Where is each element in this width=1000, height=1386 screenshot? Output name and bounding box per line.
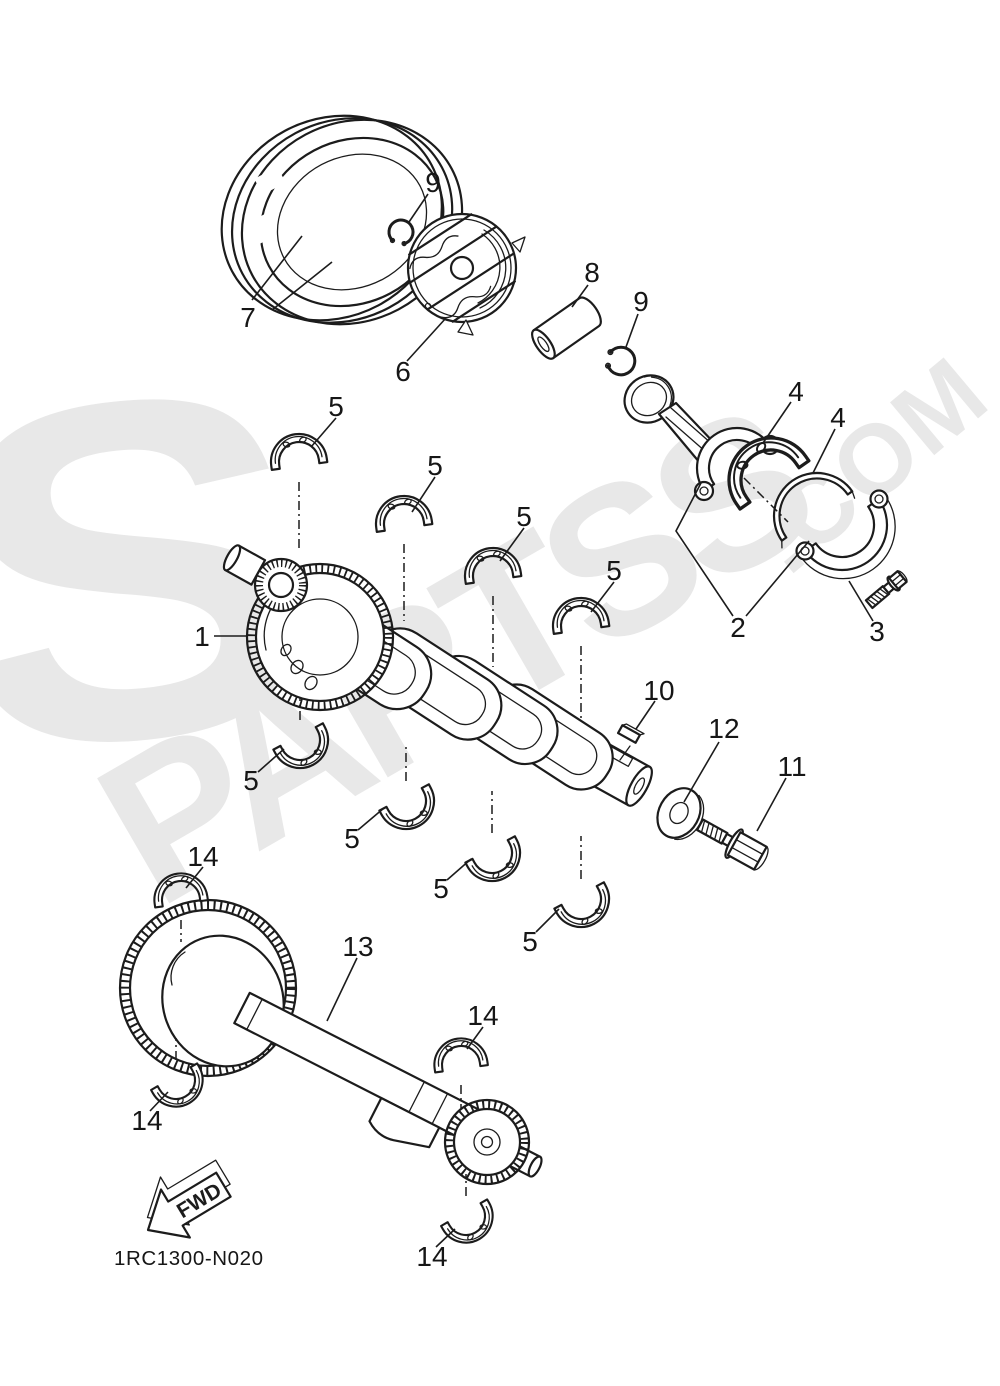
callout-part-12[interactable]: 12 bbox=[708, 713, 740, 744]
callout-part-11[interactable]: 11 bbox=[777, 751, 807, 782]
piston-pin-drawing bbox=[531, 296, 602, 360]
callout-part-2[interactable]: 2 bbox=[730, 612, 746, 643]
connecting-rod-drawing bbox=[623, 374, 781, 502]
crank-bolt-drawing bbox=[696, 818, 769, 871]
callout-part-5[interactable]: 5 bbox=[433, 873, 449, 904]
callout-part-1[interactable]: 1 bbox=[194, 621, 210, 652]
fwd-arrow: FWD bbox=[146, 1159, 232, 1239]
circlip-drawing bbox=[387, 218, 415, 247]
centerlines bbox=[175, 477, 789, 1196]
leader-lines bbox=[149, 193, 874, 1248]
washer-drawing bbox=[656, 787, 705, 841]
piston-drawing bbox=[406, 212, 526, 336]
callout-part-4[interactable]: 4 bbox=[788, 376, 804, 407]
callout-part-5[interactable]: 5 bbox=[344, 823, 360, 854]
callout-part-5[interactable]: 5 bbox=[243, 765, 259, 796]
callout-part-4[interactable]: 4 bbox=[830, 402, 846, 433]
callout-part-5[interactable]: 5 bbox=[606, 555, 622, 586]
callout-part-14[interactable]: 14 bbox=[467, 1000, 499, 1031]
callout-part-8[interactable]: 8 bbox=[584, 257, 600, 288]
callout-part-9[interactable]: 9 bbox=[425, 167, 441, 198]
callout-part-5[interactable]: 5 bbox=[427, 450, 443, 481]
callout-part-14[interactable]: 14 bbox=[416, 1241, 448, 1272]
callout-part-13[interactable]: 13 bbox=[342, 931, 374, 962]
callout-part-3[interactable]: 3 bbox=[869, 616, 885, 647]
circlip-drawing bbox=[604, 345, 637, 377]
callout-part-14[interactable]: 14 bbox=[131, 1105, 163, 1136]
callout-part-7[interactable]: 7 bbox=[240, 302, 256, 333]
rod-bolt-drawing bbox=[864, 570, 908, 610]
callout-part-10[interactable]: 10 bbox=[643, 675, 675, 706]
conrod-bearing-drawing bbox=[772, 471, 856, 549]
callout-part-5[interactable]: 5 bbox=[516, 501, 532, 532]
balancer-shaft-drawing bbox=[118, 898, 543, 1186]
diagram-code: 1RC1300-N020 bbox=[114, 1247, 264, 1270]
callout-part-9[interactable]: 9 bbox=[633, 286, 649, 317]
callout-part-6[interactable]: 6 bbox=[395, 356, 411, 387]
callout-part-5[interactable]: 5 bbox=[328, 391, 344, 422]
woodruff-key-drawing bbox=[616, 723, 645, 744]
rod-cap-drawing bbox=[795, 489, 896, 580]
callout-part-14[interactable]: 14 bbox=[187, 841, 219, 872]
callout-part-5[interactable]: 5 bbox=[522, 926, 538, 957]
crankshaft-drawing bbox=[222, 544, 653, 807]
